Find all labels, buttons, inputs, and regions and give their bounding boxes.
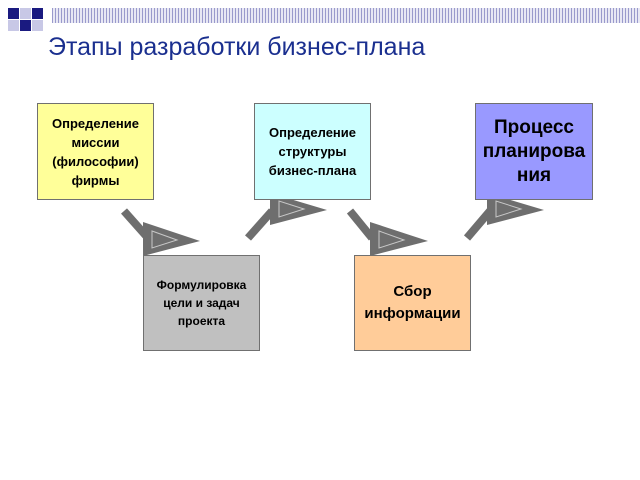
arrow-1-to-2 (121, 208, 200, 256)
deco-square (8, 20, 19, 31)
step-mission-box: Определение миссии (философии) фирмы (37, 103, 154, 200)
arrow-2-to-3 (245, 193, 327, 241)
arrow-shaft (245, 208, 275, 241)
arrow-head (487, 193, 544, 225)
deco-square (8, 8, 19, 19)
arrow-head (370, 222, 428, 256)
arrow-head-outline (278, 200, 306, 218)
step-goals-box: Формулировка цели и задач проекта (143, 255, 260, 351)
deco-square (32, 20, 43, 31)
step-structure-box: Определение структуры бизнес-плана (254, 103, 371, 200)
arrow-head-outline (495, 200, 523, 218)
deco-square (20, 20, 31, 31)
deco-square (32, 8, 43, 19)
deco-square (20, 8, 31, 19)
arrow-head-outline (151, 230, 179, 249)
arrow-head (270, 193, 327, 225)
arrow-head (143, 222, 200, 256)
header-stripe-bar (52, 8, 640, 23)
step-planning-process-box: Процесс планирова ния (475, 103, 593, 200)
arrow-shaft (463, 208, 494, 241)
arrow-4-to-5 (463, 193, 544, 241)
arrow-head-outline (378, 230, 406, 249)
corner-decoration (0, 0, 60, 40)
step-info-gathering-box: Сбор информации (354, 255, 471, 351)
arrow-3-to-4 (346, 208, 428, 256)
slide-title: Этапы разработки бизнес-плана (48, 33, 426, 61)
arrow-shaft (346, 208, 376, 241)
